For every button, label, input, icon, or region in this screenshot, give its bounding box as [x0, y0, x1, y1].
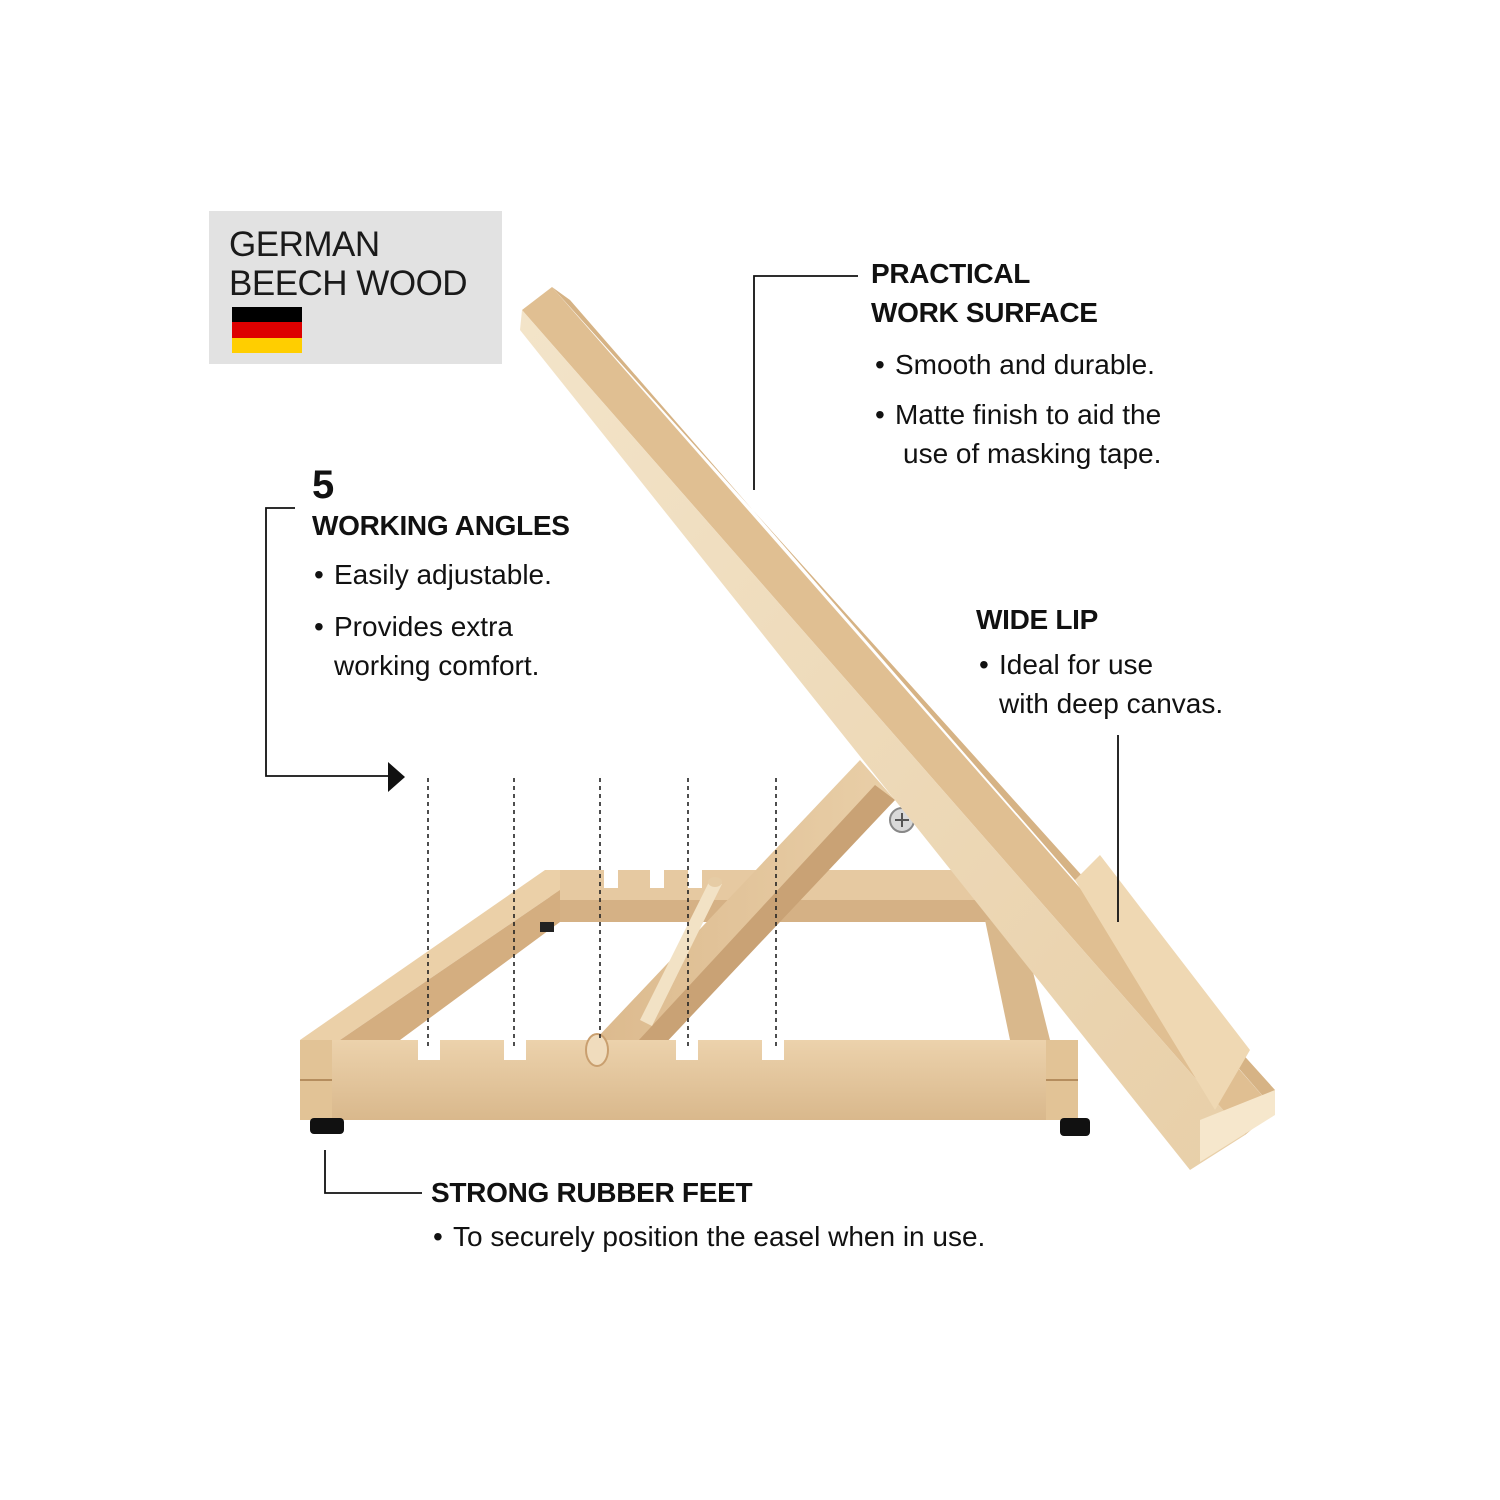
- bullet-text: Ideal for use: [999, 649, 1154, 680]
- work-surface-bullet-2-continuation: use of masking tape.: [903, 438, 1162, 469]
- work-surface-heading-1: PRACTICAL: [871, 258, 1031, 289]
- bullet-text: To securely position the easel when in u…: [453, 1221, 986, 1252]
- rubber-foot-right: [1060, 1118, 1090, 1136]
- base-frame-left-rail: [300, 870, 560, 1040]
- work-surface-callout-line: [753, 275, 858, 490]
- rubber-foot-left: [310, 1118, 344, 1134]
- wide-lip-bullet-1-continuation: with deep canvas.: [999, 688, 1224, 719]
- angles-bullet-1: • Easily adjustable.: [314, 555, 552, 594]
- bullet-dot: •: [314, 559, 324, 590]
- angles-heading: WORKING ANGLES: [312, 510, 570, 541]
- rubber-feet-bullet-1: • To securely position the easel when in …: [433, 1217, 985, 1256]
- bullet-dot: •: [433, 1221, 443, 1252]
- flag-stripe-black: [232, 307, 302, 323]
- german-flag-icon: [232, 307, 302, 354]
- flag-stripe-gold: [232, 337, 302, 354]
- bullet-dot: •: [875, 349, 885, 380]
- material-badge: GERMAN BEECH WOOD: [209, 211, 502, 364]
- wide-lip-heading: WIDE LIP: [976, 604, 1099, 635]
- arrow-right-icon: [388, 762, 405, 792]
- bullet-text: Smooth and durable.: [895, 349, 1155, 380]
- work-surface-heading-2: WORK SURFACE: [871, 297, 1098, 328]
- work-surface-board: [520, 287, 1275, 1170]
- base-frame-front-rail: [300, 1033, 1078, 1120]
- rubber-foot-back: [540, 922, 554, 932]
- rear-leg: [985, 920, 1050, 1040]
- flag-stripe-red: [232, 322, 302, 338]
- angle-guides: [427, 778, 777, 1050]
- support-strut: [595, 760, 915, 1065]
- bullet-text: Easily adjustable.: [334, 559, 552, 590]
- angles-bullet-2: • Provides extra: [314, 607, 513, 646]
- angles-callout-line: [265, 507, 392, 777]
- bullet-dot: •: [979, 649, 989, 680]
- feet-callout-line: [324, 1150, 422, 1194]
- angles-number: 5: [312, 463, 335, 507]
- bullet-dot: •: [314, 611, 324, 642]
- bullet-text: Matte finish to aid the: [895, 399, 1162, 430]
- work-surface-bullet-2: • Matte finish to aid the: [875, 395, 1161, 434]
- rubber-feet-heading: STRONG RUBBER FEET: [431, 1177, 753, 1208]
- bullet-text: Provides extra: [334, 611, 513, 642]
- work-surface-bullet-1: • Smooth and durable.: [875, 345, 1155, 384]
- bullet-dot: •: [875, 399, 885, 430]
- badge-line-2: BEECH WOOD: [229, 264, 468, 303]
- angles-bullet-2-continuation: working comfort.: [334, 650, 540, 681]
- wide-lip-bullet-1: • Ideal for use: [979, 645, 1153, 684]
- badge-line-1: GERMAN: [229, 225, 380, 264]
